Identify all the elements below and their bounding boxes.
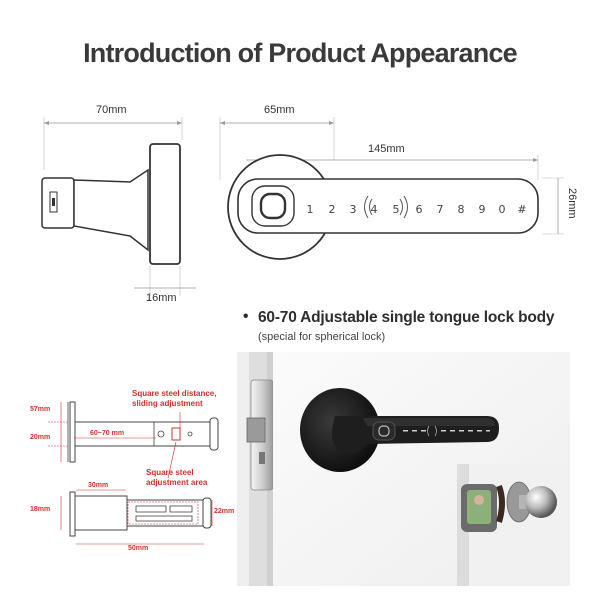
dim-60-70: 60~70 mm xyxy=(90,430,125,437)
feature-headline: 60-70 Adjustable single tongue lock body xyxy=(258,309,555,326)
handle-height-label: 26mm xyxy=(566,188,578,219)
note-square-distance: Square steel distance, sliding adjustmen… xyxy=(132,389,242,409)
key-digit: 5 xyxy=(393,203,400,216)
feature-subtext: (special for spherical lock) xyxy=(258,331,386,343)
lock-body-diagram: Square steel distance, sliding adjustmen… xyxy=(28,382,238,554)
front-view-svg: 1 2 3 4 5 6 7 8 9 0 # xyxy=(219,117,564,260)
dim-30: 30mm xyxy=(88,482,109,489)
product-photo xyxy=(237,352,570,586)
key-digit: # xyxy=(517,203,526,216)
dim-18: 18mm xyxy=(30,506,51,513)
note-bottom-line1: Square steel xyxy=(146,468,194,477)
keypad-digits: 1 2 3 4 5 6 7 8 9 0 # xyxy=(307,203,527,216)
lock-body-svg xyxy=(48,401,219,545)
key-digit: 2 xyxy=(329,203,336,216)
key-digit: 9 xyxy=(479,203,486,216)
key-digit: 6 xyxy=(416,203,423,216)
side-depth-label: 16mm xyxy=(146,292,177,304)
page-title: Introduction of Product Appearance xyxy=(83,38,518,68)
dim-22: 22mm xyxy=(214,508,235,515)
note-adjustment-area: Square steel adjustment area xyxy=(146,468,236,488)
key-digit: 3 xyxy=(350,203,357,216)
side-view-svg xyxy=(41,117,196,296)
handle-length-label: 145mm xyxy=(368,143,405,155)
side-width-label: 70mm xyxy=(96,104,127,116)
note-top-line1: Square steel distance, xyxy=(132,389,217,398)
key-digit: 8 xyxy=(458,203,465,216)
feature-bullet: • xyxy=(243,308,249,325)
dim-50: 50mm xyxy=(128,545,149,552)
dim-57: 57mm xyxy=(30,406,51,413)
front-view-drawing: 1 2 3 4 5 6 7 8 9 0 # 65mm 145mm 26mm xyxy=(212,100,592,270)
dim-20: 20mm xyxy=(30,434,51,441)
note-bottom-line2: adjustment area xyxy=(146,478,208,487)
key-digit: 1 xyxy=(307,203,314,216)
key-digit: 0 xyxy=(499,203,506,216)
key-digit: 7 xyxy=(437,203,444,216)
product-photo-svg xyxy=(237,352,570,586)
key-digit: 4 xyxy=(371,203,378,216)
note-top-line2: sliding adjustment xyxy=(132,399,203,408)
side-view-drawing: 70mm 16mm xyxy=(30,100,200,310)
rose-width-label: 65mm xyxy=(264,104,295,116)
